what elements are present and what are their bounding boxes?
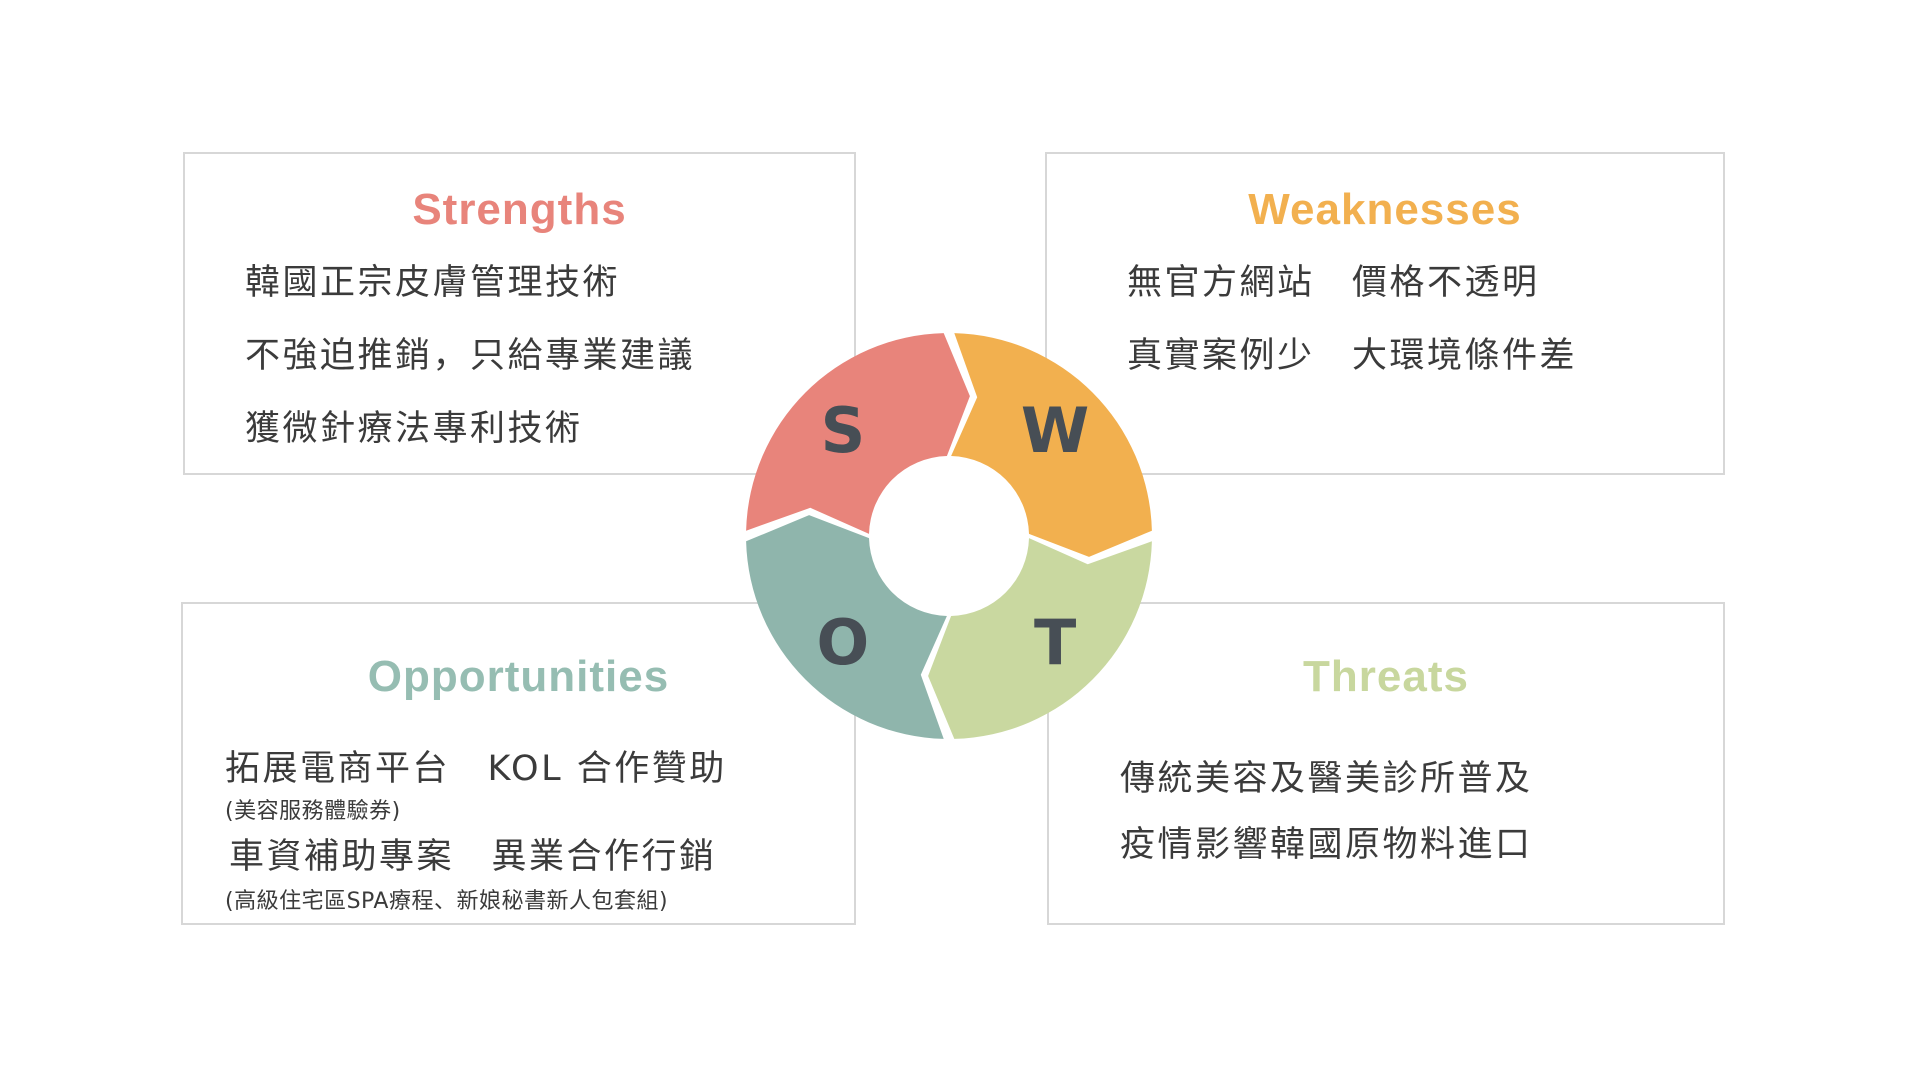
cycle-letter-t: T — [1034, 606, 1076, 679]
opportunities-item-note: (美容服務體驗券) — [225, 799, 401, 824]
weaknesses-item: 無官方網站 價格不透明 — [1127, 263, 1540, 303]
strengths-title: Strengths — [412, 185, 627, 234]
threats-item: 傳統美容及醫美診所普及 — [1120, 759, 1533, 799]
cycle-segment-o — [746, 515, 947, 739]
strengths-box: Strengths 韓國正宗皮膚管理技術 不強迫推銷，只給專業建議 獲微針療法專… — [183, 152, 856, 475]
weaknesses-item: 真實案例少 大環境條件差 — [1127, 336, 1578, 376]
weaknesses-title: Weaknesses — [1248, 185, 1522, 234]
swot-cycle-diagram: S W T O — [746, 333, 1152, 739]
threats-title: Threats — [1303, 652, 1469, 701]
strengths-item: 不強迫推銷，只給專業建議 — [245, 336, 696, 376]
opportunities-item: 拓展電商平台 KOL 合作贊助 — [225, 749, 727, 789]
cycle-segment-w — [951, 333, 1152, 557]
threats-box: Threats 傳統美容及醫美診所普及 疫情影響韓國原物料進口 — [1047, 602, 1725, 925]
weaknesses-box: Weaknesses 無官方網站 價格不透明 真實案例少 大環境條件差 — [1045, 152, 1725, 475]
opportunities-item-note: (高級住宅區SPA療程、新娘秘書新人包套組) — [225, 889, 669, 914]
opportunities-title: Opportunities — [367, 652, 670, 701]
cycle-letter-o: O — [817, 606, 870, 679]
strengths-item: 韓國正宗皮膚管理技術 — [245, 263, 621, 303]
cycle-letter-s: S — [821, 394, 866, 467]
cycle-segment-t — [928, 538, 1152, 739]
opportunities-box: Opportunities 拓展電商平台 KOL 合作贊助 (美容服務體驗券) … — [181, 602, 856, 925]
strengths-item: 獲微針療法專利技術 — [245, 409, 583, 449]
cycle-segment-s — [746, 333, 970, 534]
cycle-letter-w: W — [1021, 394, 1089, 467]
threats-item: 疫情影響韓國原物料進口 — [1120, 825, 1533, 865]
opportunities-item: 車資補助專案 異業合作行銷 — [229, 837, 717, 877]
